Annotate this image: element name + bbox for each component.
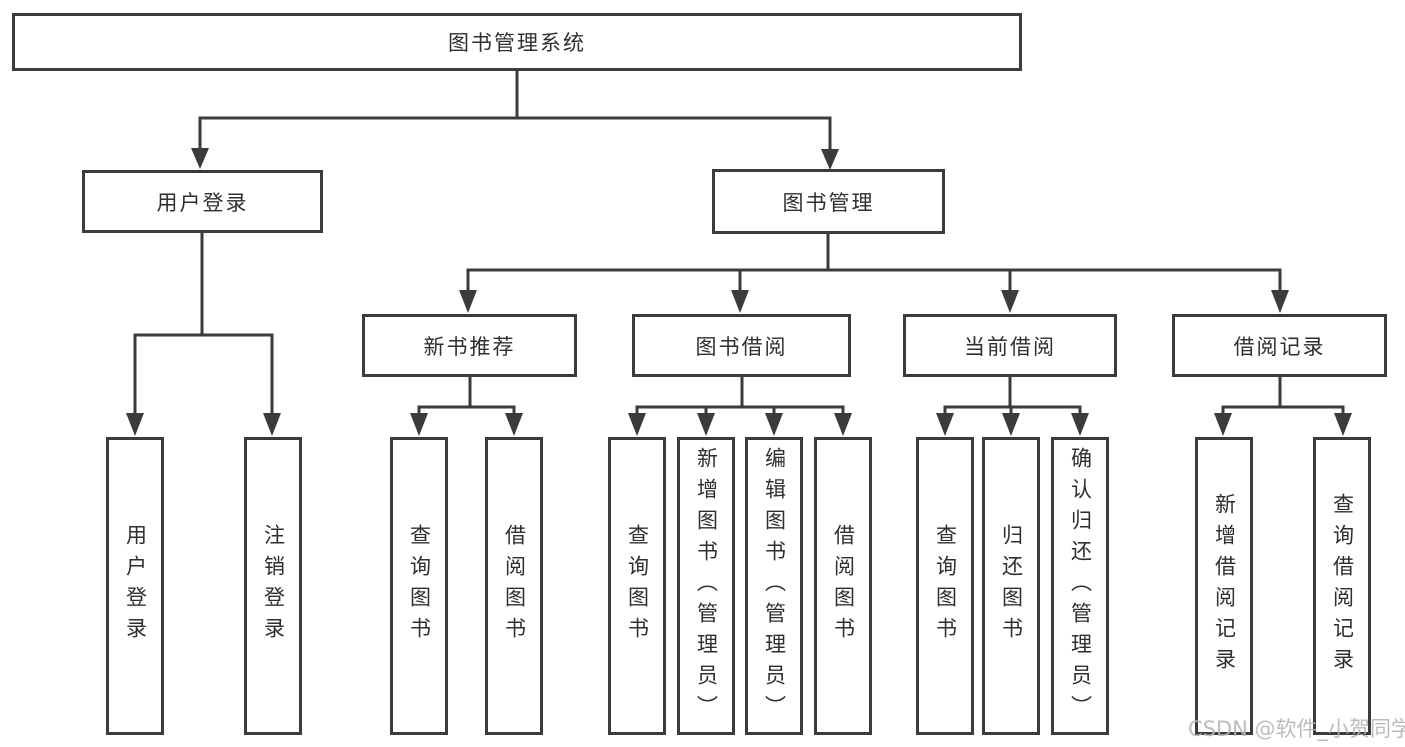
leaf-search-borrow-record: 查询借阅记录 — [1313, 437, 1371, 735]
leaf-add-books-admin: 新增图书（管理员） — [677, 437, 735, 735]
leaf-logout: 注销登录 — [244, 437, 302, 735]
leaf-borrow-books-borrowing: 借阅图书 — [814, 437, 872, 735]
leaf-borrow-books-recommend: 借阅图书 — [485, 437, 543, 735]
leaf-label: 用户登录 — [123, 524, 148, 648]
leaf-search-books-current: 查询图书 — [916, 437, 974, 735]
leaf-edit-books-admin: 编辑图书（管理员） — [745, 437, 803, 735]
node-label: 新书推荐 — [423, 334, 516, 359]
leaf-label: 借阅图书 — [831, 524, 856, 648]
node-label: 借阅记录 — [1233, 334, 1326, 359]
leaf-label: 查询图书 — [407, 524, 432, 648]
leaf-label: 编辑图书（管理员） — [762, 446, 787, 726]
leaf-label: 新增借阅记录 — [1212, 493, 1237, 679]
leaf-label: 查询借阅记录 — [1330, 493, 1355, 679]
node-borrowing-records: 借阅记录 — [1172, 314, 1387, 377]
leaf-search-books-recommend: 查询图书 — [390, 437, 448, 735]
node-book-management: 图书管理 — [712, 169, 945, 234]
leaf-label: 借阅图书 — [502, 524, 527, 648]
node-label: 图书管理系统 — [448, 31, 586, 55]
leaf-return-books: 归还图书 — [982, 437, 1040, 735]
leaf-label: 确认归还（管理员） — [1068, 446, 1093, 726]
node-label: 当前借阅 — [964, 334, 1056, 359]
csdn-watermark: CSDN @软件_小贺同学 — [1188, 717, 1405, 741]
leaf-label: 注销登录 — [261, 524, 286, 648]
node-user-login: 用户登录 — [82, 170, 323, 233]
leaf-confirm-return-admin: 确认归还（管理员） — [1051, 437, 1109, 735]
leaf-label: 查询图书 — [625, 524, 650, 648]
leaf-search-books-borrowing: 查询图书 — [608, 437, 666, 735]
leaf-label: 新增图书（管理员） — [694, 446, 719, 726]
leaf-user-login: 用户登录 — [106, 437, 164, 735]
leaf-label: 查询图书 — [933, 524, 958, 648]
connector-lines — [126, 70, 1352, 436]
node-library-management-system: 图书管理系统 — [12, 13, 1022, 71]
leaf-add-borrow-record: 新增借阅记录 — [1195, 437, 1253, 735]
node-label: 图书管理 — [782, 190, 875, 215]
node-new-book-recommendation: 新书推荐 — [362, 314, 577, 377]
node-label: 图书借阅 — [695, 334, 788, 359]
node-book-borrowing: 图书借阅 — [632, 314, 851, 377]
node-label: 用户登录 — [156, 190, 249, 215]
leaf-label: 归还图书 — [999, 524, 1024, 648]
node-current-borrowing: 当前借阅 — [903, 314, 1117, 377]
